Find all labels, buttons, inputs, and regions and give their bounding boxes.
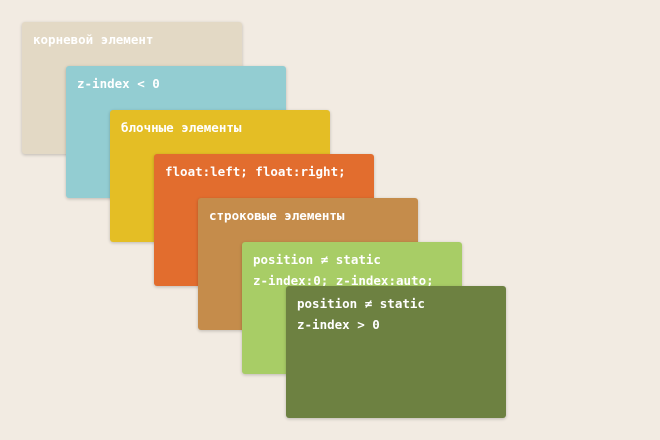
layer-label: корневой элемент — [33, 32, 154, 47]
layer-label: float:left; float:right; — [165, 164, 346, 179]
layer-positioned-z-index-positive: position ≠ static z-index > 0 — [286, 286, 506, 418]
layer-label: z-index > 0 — [297, 317, 380, 332]
layer-label: z-index < 0 — [77, 76, 160, 91]
layer-label: блочные элементы — [121, 120, 242, 135]
layer-label: строковые элементы — [209, 208, 345, 223]
layer-label: position ≠ static — [253, 252, 381, 267]
layer-label: z-index:0; z-index:auto; — [253, 273, 434, 288]
layer-label: position ≠ static — [297, 296, 425, 311]
